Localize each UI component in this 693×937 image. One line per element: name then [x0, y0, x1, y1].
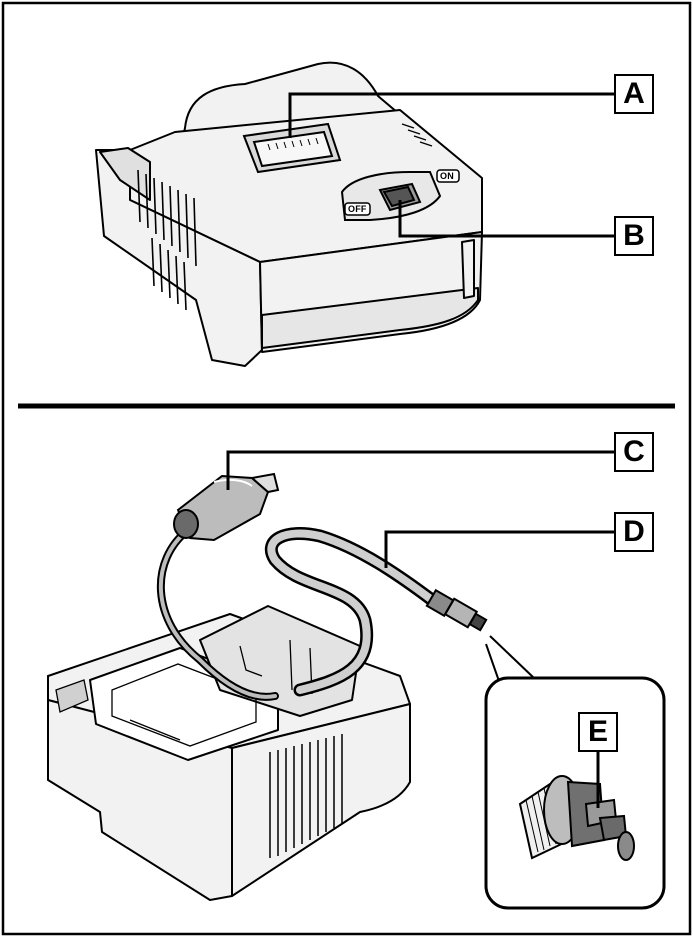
compressor-open-base [47, 605, 411, 901]
accessory-plug [173, 472, 280, 542]
base-vents [269, 734, 343, 858]
leader-line-d [384, 530, 614, 568]
zoom-leader [485, 635, 535, 685]
leader-line-a [288, 92, 614, 138]
valve-connector-detail [518, 775, 635, 861]
switch-off-label: OFF [348, 204, 367, 214]
callout-c: C [614, 432, 654, 472]
callout-b: B [614, 216, 654, 256]
pressure-gauge [242, 122, 342, 174]
compressor-handle [99, 147, 151, 201]
leader-line-c [226, 450, 614, 490]
switch-label-on-tag [436, 169, 460, 183]
callout-d: D [614, 512, 654, 552]
tray-details [55, 639, 313, 747]
switch-label-off-tag [344, 202, 371, 216]
callout-e: E [578, 712, 618, 752]
base-right-face [231, 703, 411, 897]
compressor-top-vents [401, 123, 433, 147]
compressor-illustration [95, 61, 483, 367]
switch-on-label: ON [440, 171, 454, 181]
compressor-vents [137, 169, 197, 311]
hose-nozzle [425, 588, 488, 632]
compressor-cable-clip [461, 239, 475, 299]
air-hose-inner [267, 529, 436, 694]
callout-a: A [614, 74, 654, 114]
power-cord-inner [159, 528, 277, 699]
leader-line-b [398, 200, 614, 238]
compressor-base-lip [261, 287, 479, 349]
